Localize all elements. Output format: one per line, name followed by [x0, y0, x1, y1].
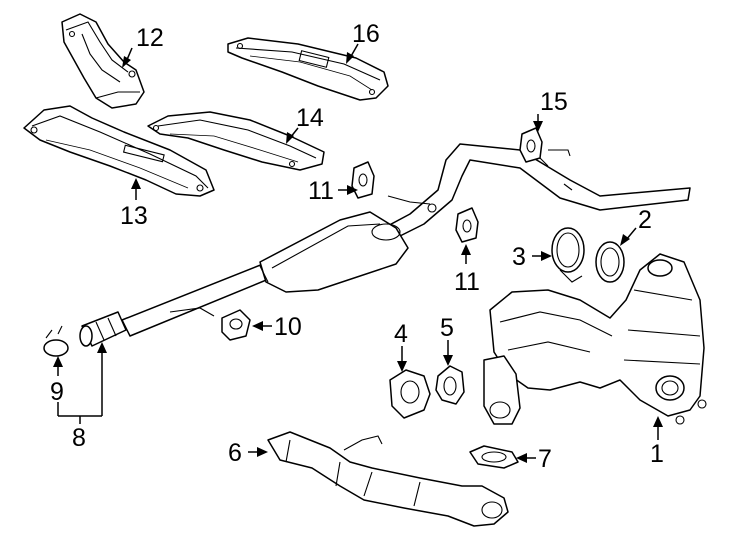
part-11-insulator-lower	[455, 207, 479, 243]
part-4-flange	[389, 369, 431, 419]
part-8-pipe-flex	[79, 307, 215, 347]
part-13-heat-shield	[61, 13, 145, 109]
part-15-heat-shield	[147, 111, 325, 171]
part-3-clamp-ring	[551, 227, 585, 283]
callout-2: 2	[638, 206, 652, 234]
callout-13: 12	[136, 24, 164, 52]
callout-4: 4	[394, 320, 408, 348]
callout-7: 7	[538, 445, 552, 473]
callout-9: 9	[50, 378, 64, 406]
part-2-gasket	[595, 241, 625, 283]
callout-11-upper: 11	[308, 177, 334, 205]
part-7-gasket	[469, 445, 519, 469]
callout-16: 16	[352, 20, 380, 48]
callout-1: 1	[650, 440, 664, 468]
part-5-gasket	[435, 365, 465, 405]
part-11-insulator-upper	[351, 161, 375, 199]
callout-11-lower: 11	[454, 268, 480, 296]
callout-14: 13	[120, 202, 148, 230]
part-16-underbody-shield	[227, 37, 389, 101]
part-14-heat-shield	[23, 105, 215, 197]
callout-5: 5	[440, 314, 454, 342]
part-1-catalytic-converter	[483, 253, 707, 425]
part-12-insulator	[519, 127, 543, 163]
callout-3: 3	[512, 243, 526, 271]
leader-lines	[53, 43, 663, 463]
muffler	[259, 211, 409, 293]
callout-8: 8	[72, 424, 86, 452]
callout-12: 15	[540, 88, 568, 116]
part-9-clamp	[43, 325, 69, 357]
part-10-insulator	[221, 309, 251, 341]
part-6-converter-pipe	[267, 431, 509, 527]
callout-15: 14	[296, 104, 324, 132]
callout-6: 6	[228, 439, 242, 467]
callout-10: 10	[274, 313, 302, 341]
callout-labels: 12 16 13 14 15 11 11 2 3 10 4 5 1 7 6 9 …	[50, 20, 664, 473]
